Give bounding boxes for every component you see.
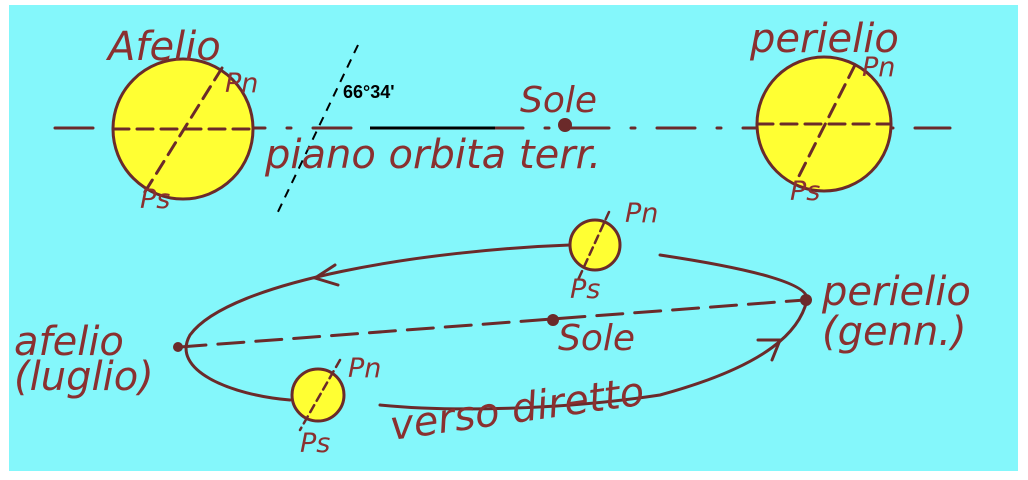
perihelion-point [800,294,812,306]
perihelion-label: perielio [821,269,971,315]
aphelion-label: afelio [14,319,124,365]
rotation-axis [141,66,224,197]
orbit-right [378,253,809,411]
north-pole-label: Pn [348,353,381,384]
sun-label: Sole [558,318,635,359]
direction-arrow [756,338,783,362]
south-pole-label: Ps [140,184,170,215]
earth-small-upper [568,210,622,282]
aphelion-month: (luglio) [14,354,154,400]
angle-label: 66°34' [343,82,395,102]
orbit-upper-left [184,243,572,402]
earth-perihelion [755,55,893,193]
rotation-axis [576,210,611,282]
major-axis [178,298,807,349]
perihelion-month: (genn.) [822,309,967,355]
rotation-axis [298,358,342,432]
north-pole-label: Pn [862,52,895,83]
north-pole-label: Pn [225,68,258,99]
plane-label: piano orbita terr. [264,132,601,178]
rotation-axis [794,63,857,184]
aphelion-point [173,342,183,352]
direction-arrow [311,263,340,287]
aphelion-title: Afelio [105,24,221,70]
south-pole-label: Ps [300,428,330,459]
north-pole-label: Pn [625,198,658,229]
earth-small-lower [290,358,346,432]
south-pole-label: Ps [570,274,600,305]
south-pole-label: Ps [790,176,820,207]
direction-label: verso diretto [387,369,647,450]
perihelion-title: perielio [749,16,899,62]
sun-dot [558,118,572,132]
earth-aphelion [111,57,255,201]
sun-label: Sole [520,80,597,121]
sun-dot [547,314,559,326]
